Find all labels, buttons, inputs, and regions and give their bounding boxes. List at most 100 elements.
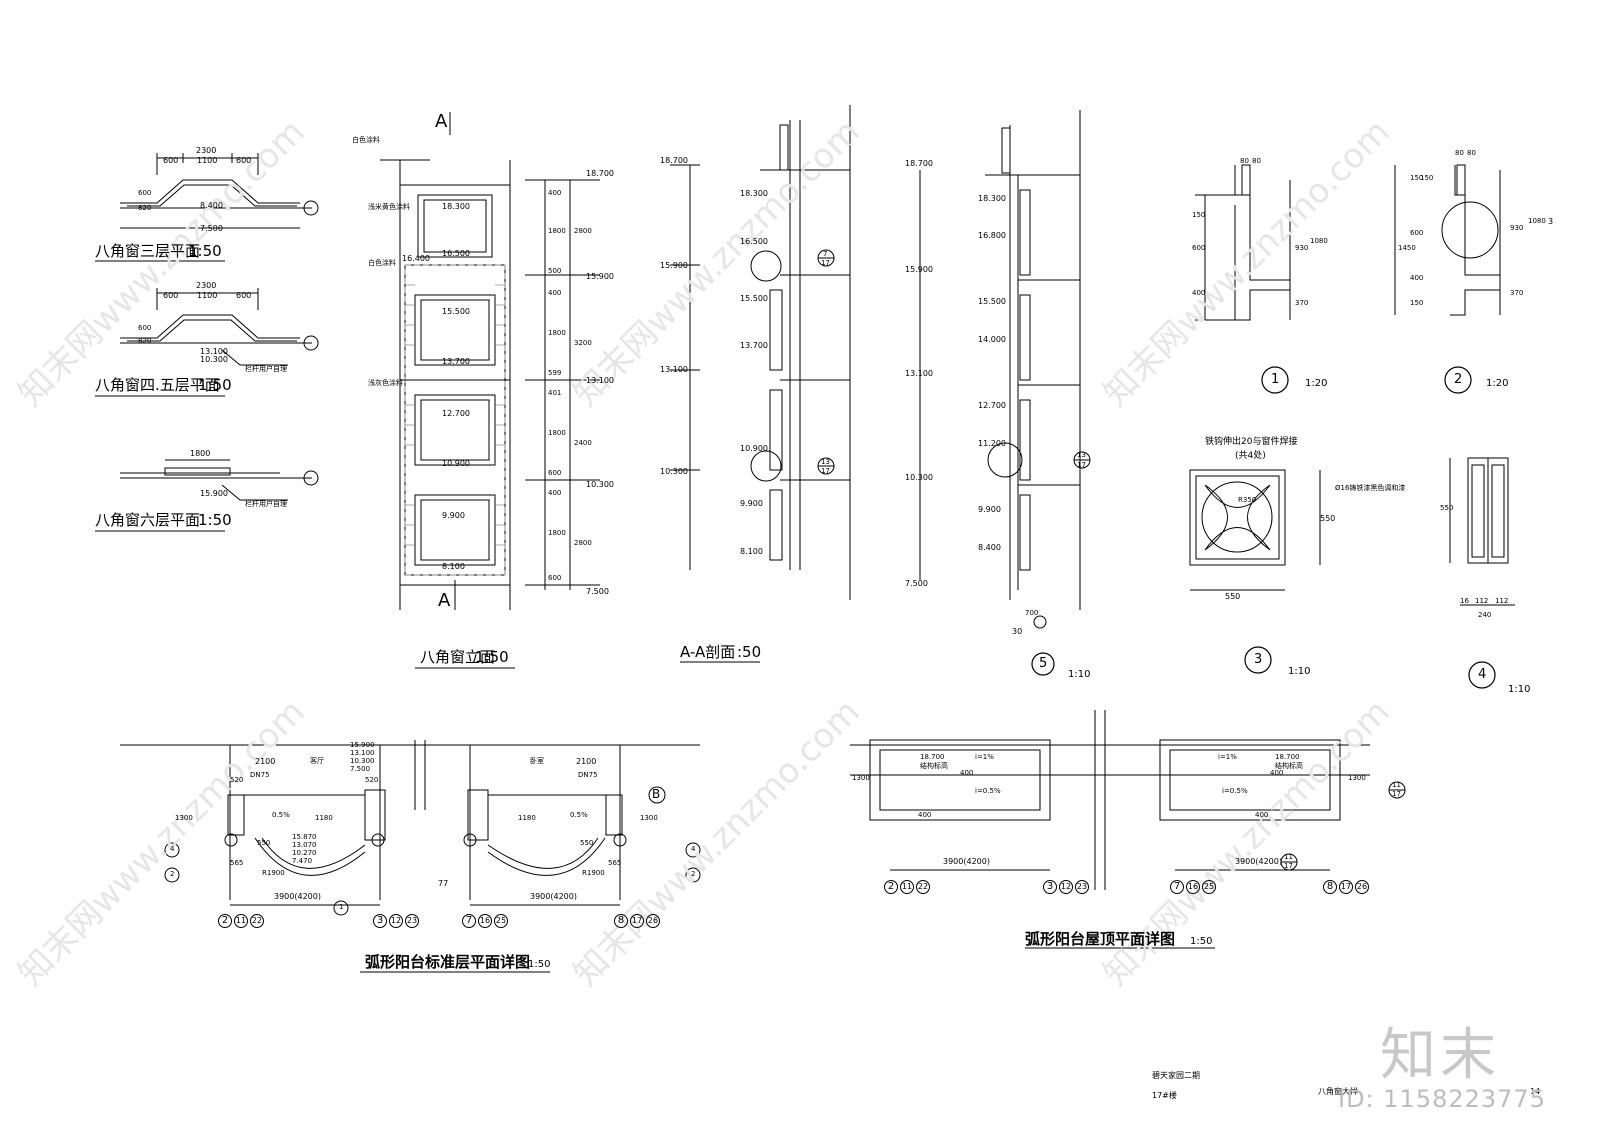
detail2-dim: 1080 (1528, 217, 1546, 225)
detail2-dim: 400 (1410, 274, 1424, 282)
elevation-dim: 400 (548, 289, 562, 297)
section-level: 18.300 (740, 189, 768, 198)
plan45-title: 八角窗四.五层平面 (95, 376, 220, 394)
balcony-axis-circle: 22 (250, 914, 264, 928)
roof-plan-outline (850, 710, 1406, 949)
balcony-dim: 565 (608, 859, 622, 867)
roof-dim: 3900(4200) (943, 857, 990, 866)
detail5-level: 16.800 (978, 231, 1006, 240)
detail5-level: 8.400 (978, 543, 1001, 552)
detail5-dim: 30 (1012, 627, 1023, 636)
section-title: A-A剖面 (680, 643, 736, 661)
section-ref-top: 7 (823, 250, 828, 258)
section-level: 18.700 (660, 156, 688, 165)
detail5-level: 15.900 (905, 265, 933, 274)
elevation-right-level: 15.900 (586, 272, 614, 281)
roof-axis-circle: 11 (900, 880, 914, 894)
balcony-level: 13.070 (292, 841, 317, 849)
roof-ref-top: 11 (1392, 781, 1401, 789)
balcony-dim: 2100 (255, 757, 276, 766)
detail5-ref-top: 13 (1077, 451, 1086, 459)
section-scale: :50 (737, 643, 762, 661)
balcony-dim: 1180 (518, 814, 536, 822)
plan3-level: 7.500 (200, 224, 223, 233)
balcony-dim: R1900 (262, 869, 285, 877)
elevation-dim: 1800 (548, 227, 566, 235)
balcony-ref: 2 (170, 870, 175, 878)
roof-note: 18.700 (1275, 753, 1300, 761)
elevation-dim: 1800 (548, 329, 566, 337)
roof-plan-title: 弧形阳台屋顶平面详图 (1025, 930, 1176, 948)
elevation-dim: 600 (548, 574, 562, 582)
elevation-level: 10.900 (442, 459, 470, 468)
plan3-level: 8.400 (200, 201, 223, 210)
detail2-ref: 3 (1548, 217, 1554, 226)
watermark-logo: 知末 (1380, 1023, 1500, 1088)
detail2-scale: 1:20 (1486, 378, 1509, 389)
balcony-axis-circle: 23 (405, 914, 419, 928)
roof-dim: 1300 (1348, 774, 1366, 782)
watermark-id: ID: 1158223775 (1338, 1085, 1546, 1113)
elevation-note: 白色涂料 (352, 136, 380, 144)
roof-dim: 400 (918, 811, 932, 819)
detail5-dim: 700 (1025, 609, 1039, 617)
detail1-dim: 150 (1192, 211, 1206, 219)
section-level: 15.500 (740, 294, 768, 303)
roof-axis-circle: 17 (1339, 880, 1353, 894)
plan45-dim: 600 (236, 291, 252, 300)
balcony-axis-circle: 12 (389, 914, 403, 928)
elevation-outline (380, 112, 600, 610)
elevation-dim: 600 (548, 469, 562, 477)
balcony-dim: 1180 (315, 814, 333, 822)
detail1-dim: 80 (1240, 157, 1249, 165)
roof-axis-circle: 7 (1170, 880, 1184, 894)
plan45-level: 13.100 (200, 347, 228, 356)
roof-note: 结构标高 (1275, 762, 1303, 770)
plan45-level: 10.300 (200, 355, 228, 364)
elevation-right-level: 7.500 (586, 587, 609, 596)
detail5-level: 14.000 (978, 335, 1006, 344)
roof-note: 结构标高 (920, 762, 948, 770)
detail5-number: 5 (1039, 656, 1048, 671)
detail3-note: (共4处) (1235, 451, 1266, 461)
roof-axis-circle: 2 (884, 880, 898, 894)
elevation-section-mark-bottom: A (438, 590, 451, 611)
detail1-dim: 80 (1252, 157, 1261, 165)
section-ref-bottom: 17 (821, 259, 830, 267)
balcony-axis-b: B (652, 787, 661, 801)
section-level: 9.900 (740, 499, 763, 508)
balcony-level: 15.900 (350, 741, 375, 749)
title-block-sheet: 14 (1530, 1087, 1541, 1096)
elevation-dim: 2800 (574, 539, 592, 547)
title-block-drawing: 八角窗大样 (1318, 1087, 1358, 1096)
balcony-plan-outline (120, 740, 701, 973)
elevation-scale: 1:50 (475, 648, 509, 666)
section-level: 10.900 (740, 444, 768, 453)
plan3-dim: 600 (163, 156, 179, 165)
detail2-dim: 150 (1420, 174, 1434, 182)
detail2-dim: 80 (1455, 149, 1464, 157)
detail4-number: 4 (1478, 667, 1487, 682)
elevation-note: 浅灰色涂料 (368, 379, 403, 387)
balcony-axis-circle: 2 (218, 914, 232, 928)
roof-plan-scale: 1:50 (1190, 936, 1213, 947)
balcony-dim: 550 (580, 839, 594, 847)
detail2-dim: 370 (1510, 289, 1524, 297)
detail1-dim: 1080 (1310, 237, 1328, 245)
roof-dim: 400 (960, 769, 974, 777)
balcony-level: 7.470 (292, 857, 313, 865)
balcony-dim: 1300 (640, 814, 658, 822)
detail5-level: 9.900 (978, 505, 1001, 514)
detail2-number: 2 (1454, 372, 1463, 387)
section-outline (670, 105, 851, 600)
roof-ref-bottom: 17 (1392, 790, 1401, 798)
elevation-level: 15.500 (442, 307, 470, 316)
elevation-level: 16.400 (402, 254, 430, 263)
elevation-level: 12.700 (442, 409, 470, 418)
roof-dim: 3900(4200) (1235, 857, 1282, 866)
detail5-outline (919, 110, 1091, 629)
section-ref-top: 13 (821, 458, 830, 466)
balcony-level: 10.300 (350, 757, 375, 765)
elevation-dim: 1800 (548, 529, 566, 537)
elevation-right-level: 18.700 (586, 169, 614, 178)
